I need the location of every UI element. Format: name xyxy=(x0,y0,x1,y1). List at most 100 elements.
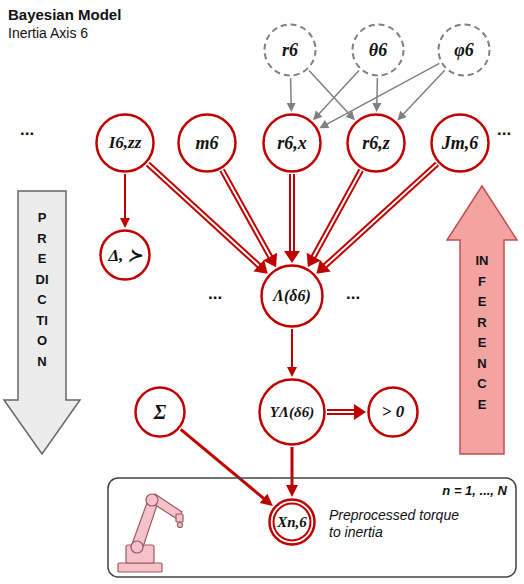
diagram-title: Bayesian Model xyxy=(8,6,121,23)
variable-circle: r6,z xyxy=(346,113,406,173)
connector-arrow xyxy=(286,447,298,497)
arrow-head xyxy=(287,367,297,377)
prior-circle: r6 xyxy=(263,23,317,77)
arrow-head xyxy=(263,253,277,267)
variable-circle: I6,zz xyxy=(95,113,155,173)
connector-line xyxy=(148,164,261,267)
variable-circle: Σ xyxy=(134,386,186,438)
connector-line xyxy=(323,164,437,267)
connector-arrow xyxy=(327,404,366,420)
robot-arm xyxy=(118,494,183,572)
connector-gap xyxy=(222,170,271,259)
arrow-head xyxy=(397,111,406,121)
connector-arrow xyxy=(287,329,297,377)
variable-label: Σ xyxy=(154,401,166,424)
label-holder: Λ(δ6) xyxy=(260,264,324,328)
variable-circle: m6 xyxy=(177,113,237,173)
connector-arrow xyxy=(287,78,296,112)
connector-line xyxy=(376,78,378,105)
connector-line xyxy=(222,170,271,259)
variable-label: Xn,6 xyxy=(277,514,307,531)
connector-line xyxy=(181,429,266,500)
label-holder: r6,x xyxy=(262,113,322,173)
ellipsis-label: ... xyxy=(346,284,360,304)
variable-circle: > 0 xyxy=(367,386,419,438)
arrow-head xyxy=(287,103,296,112)
connector-line xyxy=(402,70,445,115)
label-holder: I6,zz xyxy=(95,113,155,173)
arrow-head xyxy=(307,253,321,267)
arrow-label: INFERENCE xyxy=(475,251,489,415)
prior-circle: θ6 xyxy=(351,23,405,77)
connector-arrow xyxy=(316,164,437,274)
arrow-head xyxy=(286,485,298,497)
variable-circle: Jm,6 xyxy=(430,113,490,173)
connector-arrow xyxy=(284,174,300,263)
variable-circle: r6,x xyxy=(262,113,322,173)
variable-label: φ6 xyxy=(454,40,474,61)
connector-line xyxy=(290,78,292,105)
variable-label: Δ, ≻ xyxy=(108,245,141,266)
connector-arrow xyxy=(397,70,444,120)
subtitle: Inertia Axis 6 xyxy=(8,25,88,41)
variable-circle: YΛ(δ6) xyxy=(258,378,326,446)
prediction-arrow: PREDICTION xyxy=(3,190,81,455)
connector-line xyxy=(318,71,359,115)
label-holder: φ6 xyxy=(437,23,491,77)
variable-label: m6 xyxy=(195,133,218,154)
arrow-head xyxy=(313,111,322,121)
plate-box: n = 1, ..., N Preprocessed torque to iner… xyxy=(107,477,517,578)
plate-note: Preprocessed torque to inertia xyxy=(329,507,459,541)
variable-label: I6,zz xyxy=(109,133,142,153)
connector-line xyxy=(291,329,293,369)
arrow-head xyxy=(319,120,329,128)
variable-circle: Λ(δ6) xyxy=(260,264,324,328)
connector-arrow xyxy=(120,174,130,228)
variable-label: r6 xyxy=(282,40,298,61)
arrow-head xyxy=(120,218,130,228)
connector-line xyxy=(327,409,356,415)
connector-arrow xyxy=(313,71,359,121)
arrow-head xyxy=(260,494,273,506)
label-holder: θ6 xyxy=(351,23,405,77)
connector-line xyxy=(124,174,126,220)
prior-circle: φ6 xyxy=(437,23,491,77)
label-holder: YΛ(δ6) xyxy=(258,378,326,446)
ellipsis-label: ... xyxy=(20,120,34,140)
connector-gap xyxy=(313,170,362,258)
label-holder: r6 xyxy=(263,23,317,77)
connector-line xyxy=(309,71,350,115)
connector-arrow xyxy=(181,429,273,506)
variable-label: > 0 xyxy=(382,402,404,422)
plate-index: n = 1, ..., N xyxy=(442,483,507,499)
label-holder: Jm,6 xyxy=(430,113,490,173)
connector-gap xyxy=(323,164,437,267)
connector-arrow xyxy=(222,170,277,267)
arrow-head xyxy=(316,260,330,274)
arrow-head xyxy=(253,260,267,274)
arrow-label: PREDICTION xyxy=(35,208,49,372)
connector-arrow xyxy=(307,170,361,267)
connector-line xyxy=(313,170,362,258)
ellipsis-label: ... xyxy=(497,120,511,140)
label-holder: Δ, ≻ xyxy=(99,229,151,281)
arrow-head xyxy=(354,404,366,420)
label-holder: Σ xyxy=(134,386,186,438)
variable-label: r6,x xyxy=(277,133,307,154)
variable-label: YΛ(δ6) xyxy=(270,404,314,421)
variable-label: θ6 xyxy=(369,40,387,61)
label-holder: Xn,6 xyxy=(268,498,316,546)
variable-label: r6,z xyxy=(362,133,390,154)
variable-label: Jm,6 xyxy=(442,133,479,154)
variable-circle: Δ, ≻ xyxy=(99,229,151,281)
observed-circle: Xn,6 xyxy=(268,498,316,546)
label-holder: > 0 xyxy=(367,386,419,438)
inference-arrow: INFERENCE xyxy=(446,185,518,455)
connector-line xyxy=(291,447,294,487)
label-holder: m6 xyxy=(177,113,237,173)
arrow-head xyxy=(372,103,381,112)
connector-gap xyxy=(327,411,356,413)
ellipsis-label: ... xyxy=(208,284,222,304)
variable-label: Λ(δ6) xyxy=(273,287,311,305)
